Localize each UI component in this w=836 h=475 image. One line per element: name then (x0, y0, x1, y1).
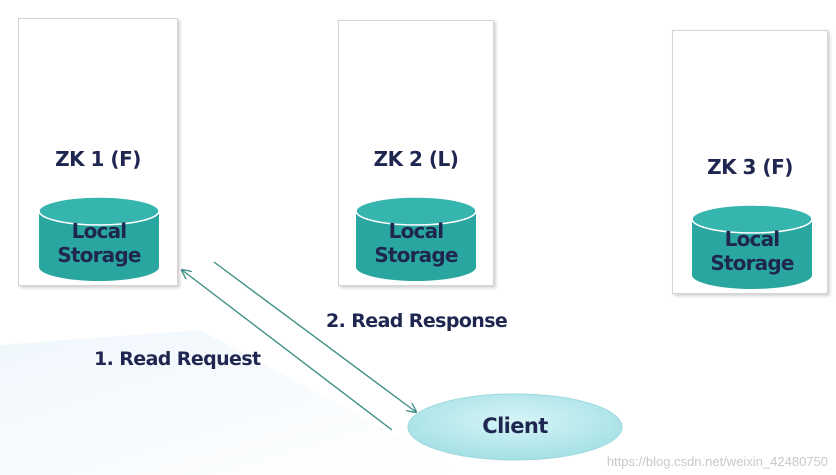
storage-label-line2: Storage (710, 251, 794, 275)
storage-label: Local Storage (692, 227, 812, 275)
storage-label-line2: Storage (57, 243, 141, 267)
storage-label-line1: Local (388, 219, 445, 243)
local-storage-cylinder: Local Storage (39, 195, 159, 283)
server-zk1: ZK 1 (F) Local Storage (18, 18, 178, 286)
storage-label: Local Storage (39, 219, 159, 267)
server-title: ZK 2 (L) (373, 147, 459, 171)
read-request-label: 1. Read Request (94, 348, 261, 370)
server-title: ZK 3 (F) (707, 155, 793, 179)
server-zk2: ZK 2 (L) Local Storage (338, 20, 494, 286)
read-response-label: 2. Read Response (326, 310, 508, 332)
local-storage-cylinder: Local Storage (356, 195, 476, 283)
read-request-arrow (182, 270, 393, 431)
storage-label: Local Storage (356, 219, 476, 267)
storage-label-line2: Storage (374, 243, 458, 267)
client-node: Client (406, 392, 624, 462)
storage-label-line1: Local (724, 227, 781, 251)
storage-label-line1: Local (71, 219, 128, 243)
watermark: https://blog.csdn.net/weixin_42480750 (606, 454, 828, 469)
local-storage-cylinder: Local Storage (692, 203, 812, 291)
client-label: Client (482, 414, 548, 438)
read-response-arrow (213, 261, 416, 412)
server-zk3: ZK 3 (F) Local Storage (672, 30, 828, 294)
server-title: ZK 1 (F) (55, 147, 141, 171)
